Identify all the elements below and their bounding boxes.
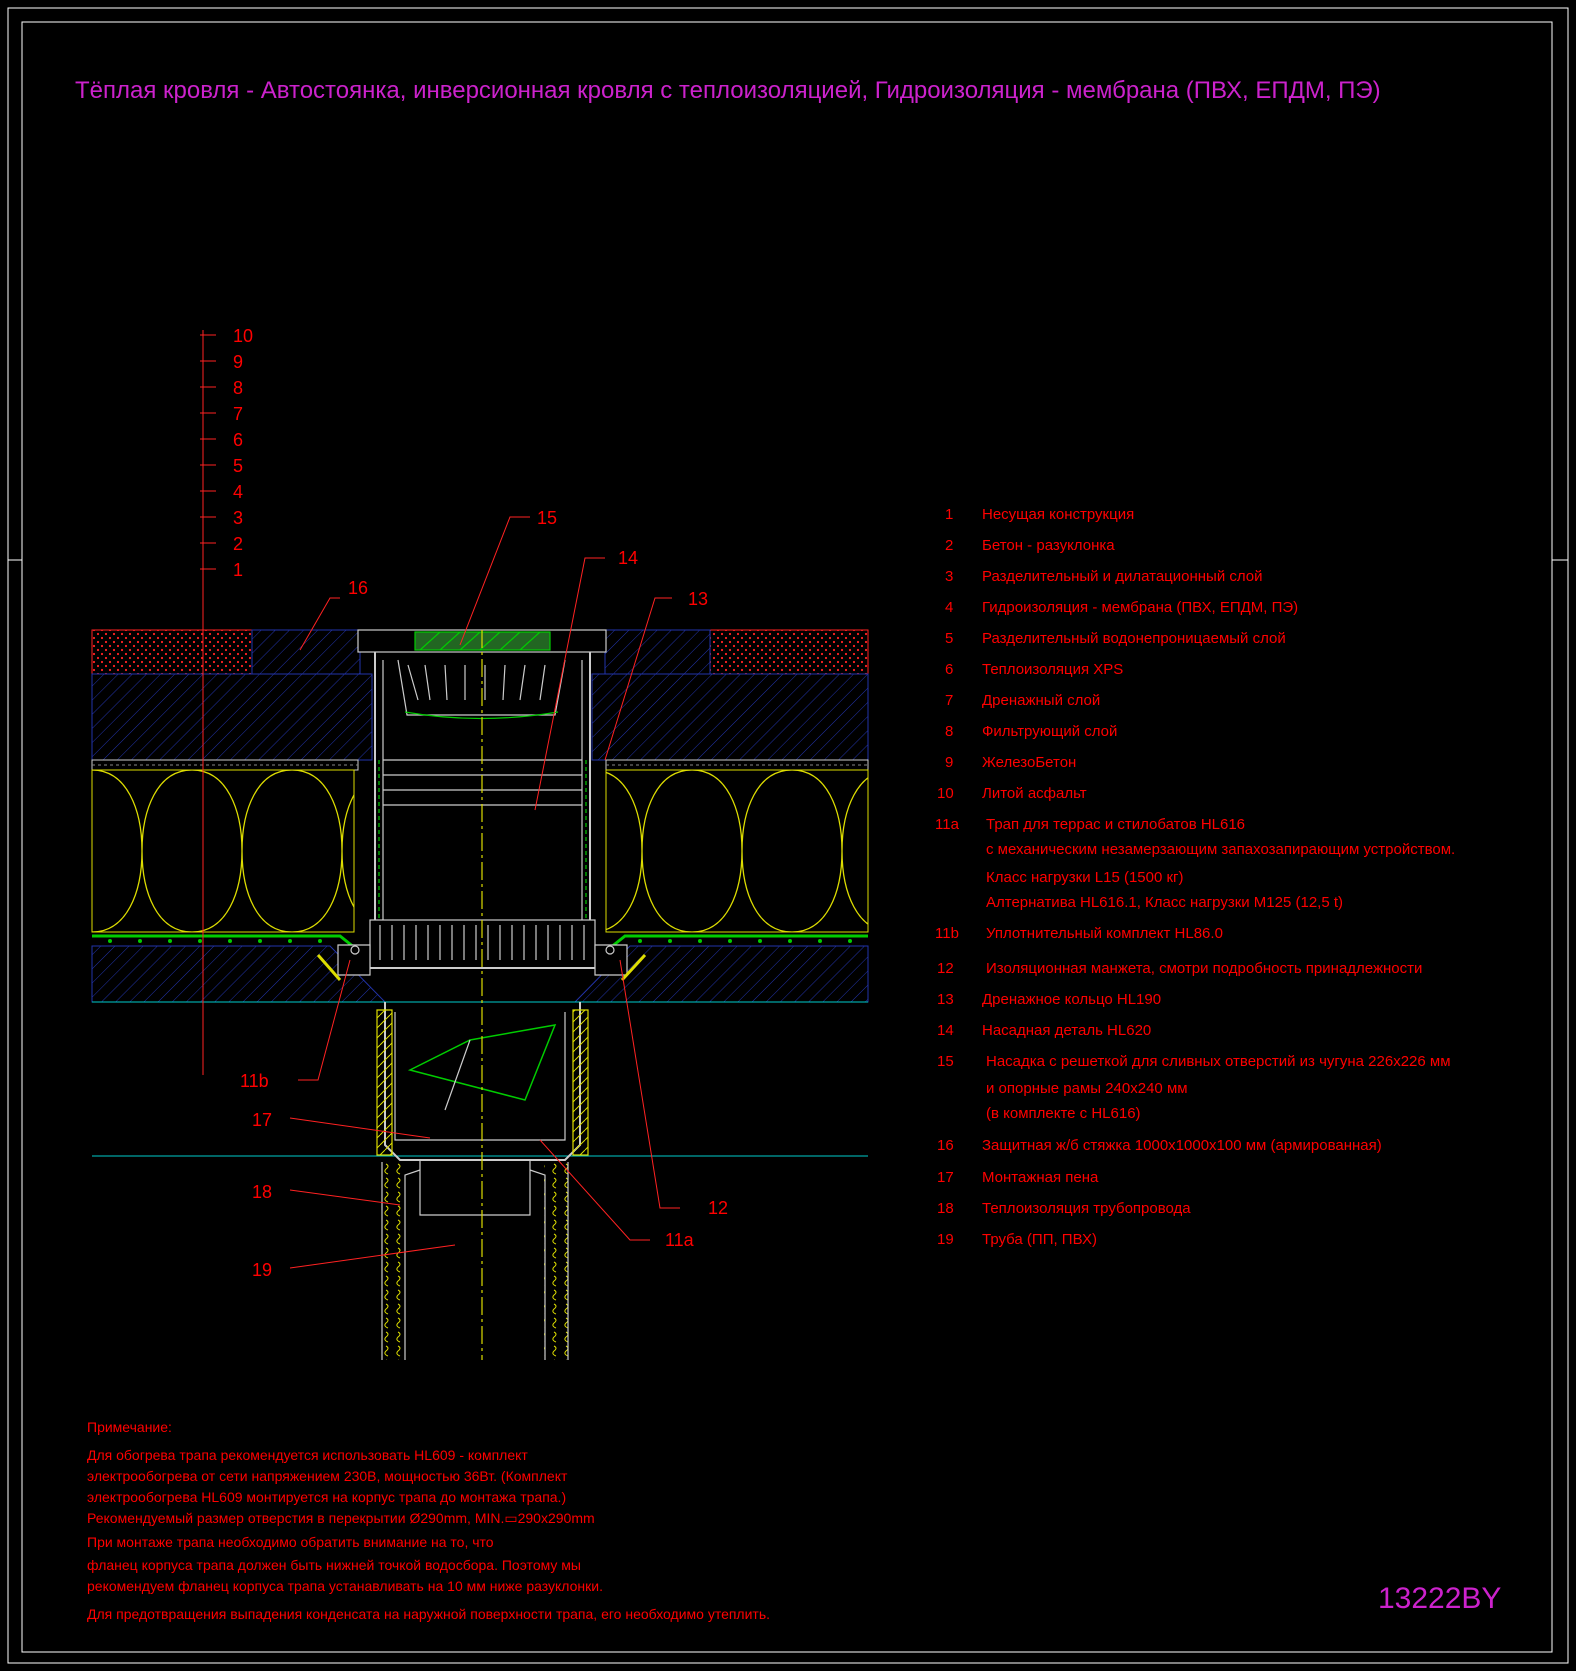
legend-number: 19 — [937, 1231, 954, 1248]
protective-slab — [251, 629, 361, 675]
legend-text: Фильтрующий слой — [982, 723, 1117, 740]
notes-block: Примечание: Для обогрева трапа рекоменду… — [87, 1419, 770, 1622]
legend-number: 11a — [935, 816, 960, 833]
callout-18: 18 — [252, 1182, 272, 1202]
note-line: Для предотвращения выпадения конденсата … — [87, 1606, 770, 1622]
legend-text: Алтернатива HL616.1, Класс нагрузки M125… — [986, 894, 1343, 911]
legend-number: 7 — [945, 692, 953, 709]
concrete-layer-right — [591, 673, 869, 761]
concrete-layer-left — [91, 673, 373, 761]
callouts — [289, 516, 680, 1269]
legend-text: Теплоизоляция трубопровода — [982, 1200, 1191, 1217]
legend-text: Бетон - разуклонка — [982, 537, 1115, 554]
legend: 1 Несущая конструкция 2 Бетон - разуклон… — [935, 506, 1455, 1248]
note-line: электрообогрева HL609 монтируется на кор… — [87, 1489, 566, 1505]
legend-text: Теплоизоляция XPS — [982, 661, 1123, 678]
inner-frame — [21, 21, 1553, 1653]
pipe-insulation-right — [544, 1162, 568, 1360]
asphalt-layer-left — [91, 629, 253, 675]
roof-drain — [316, 629, 647, 1360]
note-line: рекомендуем фланец корпуса трапа устанав… — [87, 1578, 603, 1594]
xps-insulation-left — [91, 769, 355, 933]
scale-label: 5 — [233, 456, 243, 476]
legend-number: 8 — [945, 723, 953, 740]
legend-number: 3 — [945, 568, 953, 585]
callout-12: 12 — [708, 1198, 728, 1218]
layer-scale: 10 9 8 7 6 5 4 3 2 1 — [200, 326, 253, 1075]
legend-number: 12 — [937, 960, 954, 977]
mounting-foam — [376, 1009, 589, 1156]
legend-number: 16 — [937, 1137, 954, 1154]
membrane-right — [609, 934, 868, 950]
legend-number: 17 — [937, 1169, 954, 1186]
note-line: Рекомендуемый размер отверстия в перекры… — [87, 1510, 595, 1526]
scale-label: 10 — [233, 326, 253, 346]
legend-number: 1 — [945, 506, 953, 523]
legend-number: 15 — [937, 1053, 954, 1070]
roof-section — [91, 629, 869, 1157]
drawing-code: 13222BY — [1378, 1582, 1501, 1615]
legend-text: Литой асфальт — [982, 785, 1087, 802]
scale-label: 3 — [233, 508, 243, 528]
legend-text: Разделительный водонепроницаемый слой — [982, 630, 1286, 647]
legend-text: Трап для террас и стилобатов HL616 — [986, 816, 1245, 833]
legend-text: Насадка с решеткой для сливных отверстий… — [986, 1053, 1451, 1070]
legend-text: (в комплекте с HL616) — [986, 1105, 1141, 1122]
legend-text: Насадная деталь HL620 — [982, 1022, 1151, 1039]
callout-15: 15 — [537, 508, 557, 528]
callout-13: 13 — [688, 589, 708, 609]
scale-label: 6 — [233, 430, 243, 450]
legend-text: Труба (ПП, ПВХ) — [982, 1231, 1097, 1248]
drawing-title: Тёплая кровля - Автостоянка, инверсионна… — [75, 77, 1381, 104]
scale-label: 2 — [233, 534, 243, 554]
legend-number: 10 — [937, 785, 954, 802]
asphalt-layer-right — [709, 629, 869, 675]
xps-insulation-right — [605, 769, 869, 933]
legend-number: 5 — [945, 630, 953, 647]
scale-label: 8 — [233, 378, 243, 398]
scale-label: 7 — [233, 404, 243, 424]
scale-label: 4 — [233, 482, 243, 502]
callout-17: 17 — [252, 1110, 272, 1130]
legend-text: и опорные рамы 240x240 мм — [986, 1080, 1188, 1097]
legend-number: 2 — [945, 537, 953, 554]
protective-slab-right — [604, 629, 711, 675]
callout-16: 16 — [348, 578, 368, 598]
legend-text: Защитная ж/б стяжка 1000x1000x100 мм (ар… — [982, 1137, 1382, 1154]
note-line: При монтаже трапа необходимо обратить вн… — [87, 1534, 494, 1550]
scale-label: 9 — [233, 352, 243, 372]
legend-text: Разделительный и дилатационный слой — [982, 568, 1263, 585]
outer-frame — [7, 7, 1569, 1664]
legend-number: 13 — [937, 991, 954, 1008]
notes-heading: Примечание: — [87, 1419, 172, 1435]
legend-text: Уплотнительный комплект HL86.0 — [986, 925, 1223, 942]
legend-text: с механическим незамерзающим запахозапир… — [986, 841, 1455, 858]
legend-number: 6 — [945, 661, 953, 678]
legend-number: 4 — [945, 599, 953, 616]
membrane-left — [92, 934, 356, 950]
legend-text: Дренажное кольцо HL190 — [982, 991, 1161, 1008]
callout-14: 14 — [618, 548, 638, 568]
callout-19: 19 — [252, 1260, 272, 1280]
legend-number: 9 — [945, 754, 953, 771]
legend-number: 18 — [937, 1200, 954, 1217]
note-line: электрообогрева от сети напряжением 230В… — [87, 1468, 568, 1484]
legend-text: Гидроизоляция - мембрана (ПВХ, ЕПДМ, ПЭ) — [982, 599, 1298, 616]
legend-text: Монтажная пена — [982, 1169, 1099, 1186]
legend-text: Несущая конструкция — [982, 506, 1134, 523]
note-line: фланец корпуса трапа должен быть нижней … — [87, 1557, 581, 1573]
legend-number: 11b — [935, 925, 959, 942]
note-line: Для обогрева трапа рекомендуется использ… — [87, 1447, 528, 1463]
legend-number: 14 — [937, 1022, 954, 1039]
pipe-insulation-left — [382, 1162, 406, 1360]
scale-label: 1 — [233, 560, 243, 580]
legend-text: Дренажный слой — [982, 692, 1100, 709]
legend-text: ЖелезоБетон — [982, 754, 1076, 771]
legend-text: Класс нагрузки L15 (1500 кг) — [986, 869, 1184, 886]
callout-11a: 11a — [665, 1230, 695, 1250]
callout-11b: 11b — [240, 1071, 269, 1091]
legend-text: Изоляционная манжета, смотри подробность… — [986, 960, 1422, 977]
